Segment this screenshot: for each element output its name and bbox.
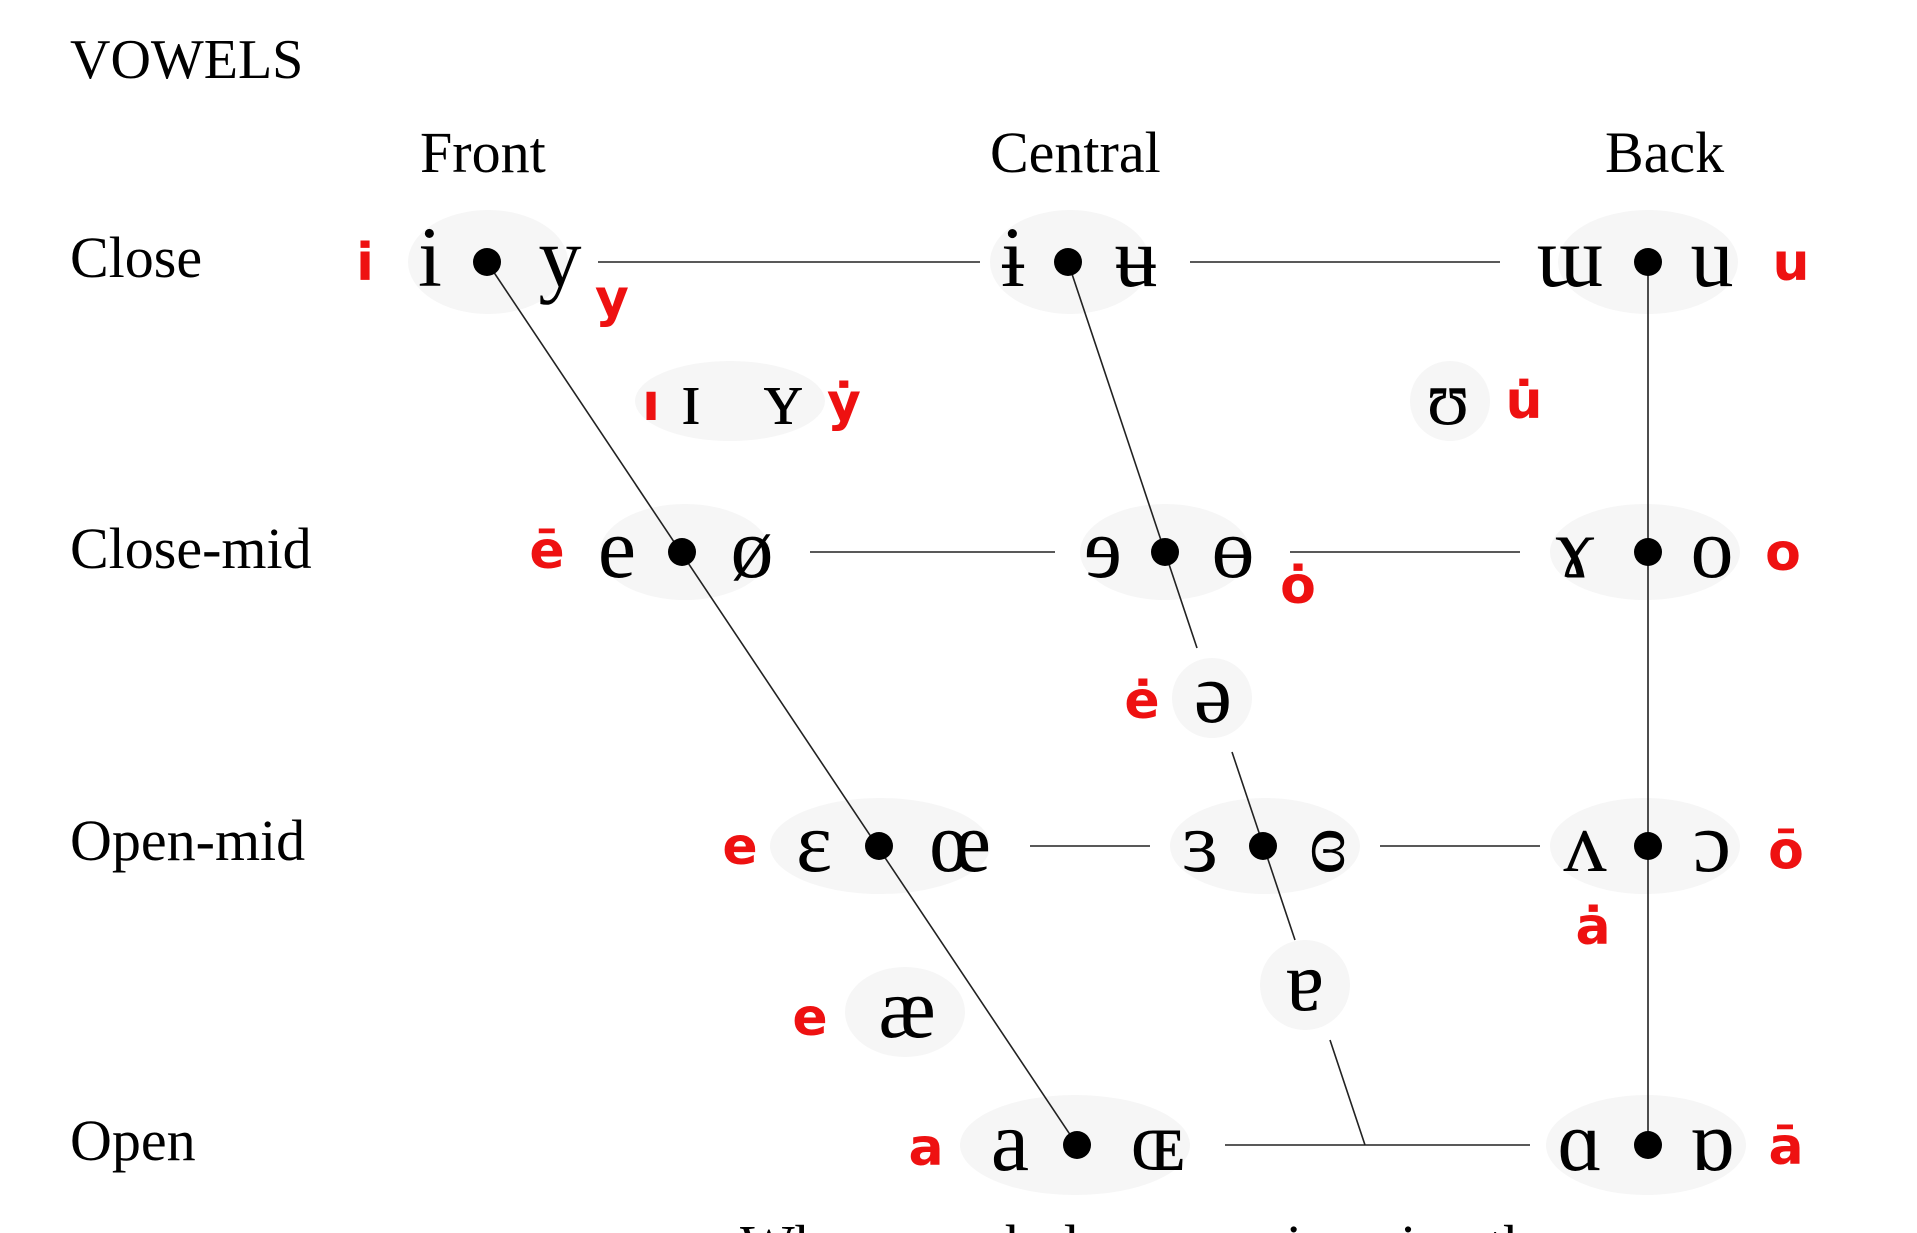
vowel-u: u [1691, 209, 1734, 305]
vowel-barred-o: ɵ [1212, 500, 1255, 596]
row-label-close-mid: Close-mid [70, 516, 312, 581]
row-label-close: Close [70, 225, 202, 290]
annotation-e-near-open: e [792, 988, 827, 1048]
vowel-symbols: i y ɨ ʉ ɯ u ɪ ʏ ʊ e ø ɘ ɵ ɤ o ə ɛ œ ɜ ɞ … [418, 209, 1734, 1189]
line-central-lower [1329, 1039, 1366, 1146]
annotation-o: o [1765, 523, 1801, 583]
line-front-edge [486, 261, 1078, 1146]
vowel-y: y [539, 209, 582, 305]
annotation-a-dot: ȧ [1575, 897, 1610, 957]
vowel-a: a [991, 1093, 1029, 1189]
vowel-dots [473, 248, 1662, 1159]
annotation-e-macron: ē [529, 521, 564, 581]
vowel-i: i [418, 209, 442, 305]
dot-open-back [1634, 1131, 1662, 1159]
vowel-o-slash: ø [731, 500, 774, 596]
vowel-open-o: ɔ [1693, 794, 1731, 890]
row-label-open-mid: Open-mid [70, 808, 305, 873]
annotation-e-dot: ė [1124, 671, 1159, 731]
vowel-barred-i: ɨ [1001, 209, 1025, 305]
annotation-u: u [1772, 233, 1809, 293]
vowel-small-cap-i: ɪ [680, 354, 702, 441]
chart-title: VOWELS [70, 29, 303, 91]
vowel-turned-a: ɐ [1286, 933, 1324, 1029]
footnote: Where symbols appear in pairs, the one [740, 1213, 1656, 1233]
vowel-reversed-epsilon: ɜ [1182, 794, 1218, 890]
vowel-closed-reversed-epsilon: ɞ [1309, 794, 1347, 890]
dot-open-mid-central [1249, 832, 1277, 860]
annotation-o-macron: ō [1768, 821, 1804, 881]
vowel-ash: æ [878, 960, 935, 1056]
column-header-back: Back [1605, 120, 1724, 185]
vowel-turned-script-a: ɒ [1690, 1093, 1735, 1189]
column-header-central: Central [990, 120, 1161, 185]
vowel-small-cap-y: ʏ [764, 354, 803, 441]
vowel-epsilon: ɛ [796, 794, 832, 890]
vowel-o: o [1691, 500, 1734, 596]
chart-lines [486, 261, 1649, 1146]
annotation-i: i [356, 233, 374, 293]
glyph-backgrounds [408, 210, 1746, 1195]
annotation-o-dot: ȯ [1280, 556, 1316, 616]
dot-close-central [1054, 248, 1082, 276]
vowel-horseshoe: ʊ [1427, 354, 1470, 441]
dot-close-back [1634, 248, 1662, 276]
vowel-OE: ɶ [1131, 1093, 1185, 1189]
vowel-script-a: ɑ [1558, 1093, 1603, 1189]
column-header-front: Front [420, 120, 546, 185]
annotation-dotless-i: ı [642, 373, 660, 433]
dot-close-mid-front [668, 538, 696, 566]
vowel-unrounded-u: ɯ [1537, 209, 1604, 305]
line-central-upper [1067, 261, 1198, 649]
annotation-a-macron: ā [1768, 1117, 1803, 1177]
vowel-reversed-e: ɘ [1084, 500, 1122, 596]
vowel-schwa: ə [1194, 645, 1232, 741]
annotation-u-dot: u̇ [1505, 371, 1542, 431]
dot-close-front [473, 248, 501, 276]
vowel-oe: œ [929, 794, 991, 890]
annotation-e-open-mid: e [722, 817, 757, 877]
dot-open-front [1063, 1131, 1091, 1159]
red-annotations: i y ı ẏ u̇ u ē ȯ o ė e ō ȧ e a ā [356, 233, 1809, 1178]
annotation-y-dot: ẏ [827, 373, 861, 433]
vowel-e: e [598, 500, 636, 596]
dot-open-mid-back [1634, 832, 1662, 860]
annotation-y: y [595, 269, 629, 329]
vowel-ram-horns: ɤ [1556, 500, 1595, 596]
vowel-turned-v: ʌ [1564, 794, 1607, 890]
dot-open-mid-front [865, 832, 893, 860]
row-label-open: Open [70, 1108, 196, 1173]
vowel-barred-u: ʉ [1115, 209, 1158, 305]
dot-close-mid-central [1151, 538, 1179, 566]
dot-close-mid-back [1634, 538, 1662, 566]
annotation-a: a [908, 1118, 943, 1178]
